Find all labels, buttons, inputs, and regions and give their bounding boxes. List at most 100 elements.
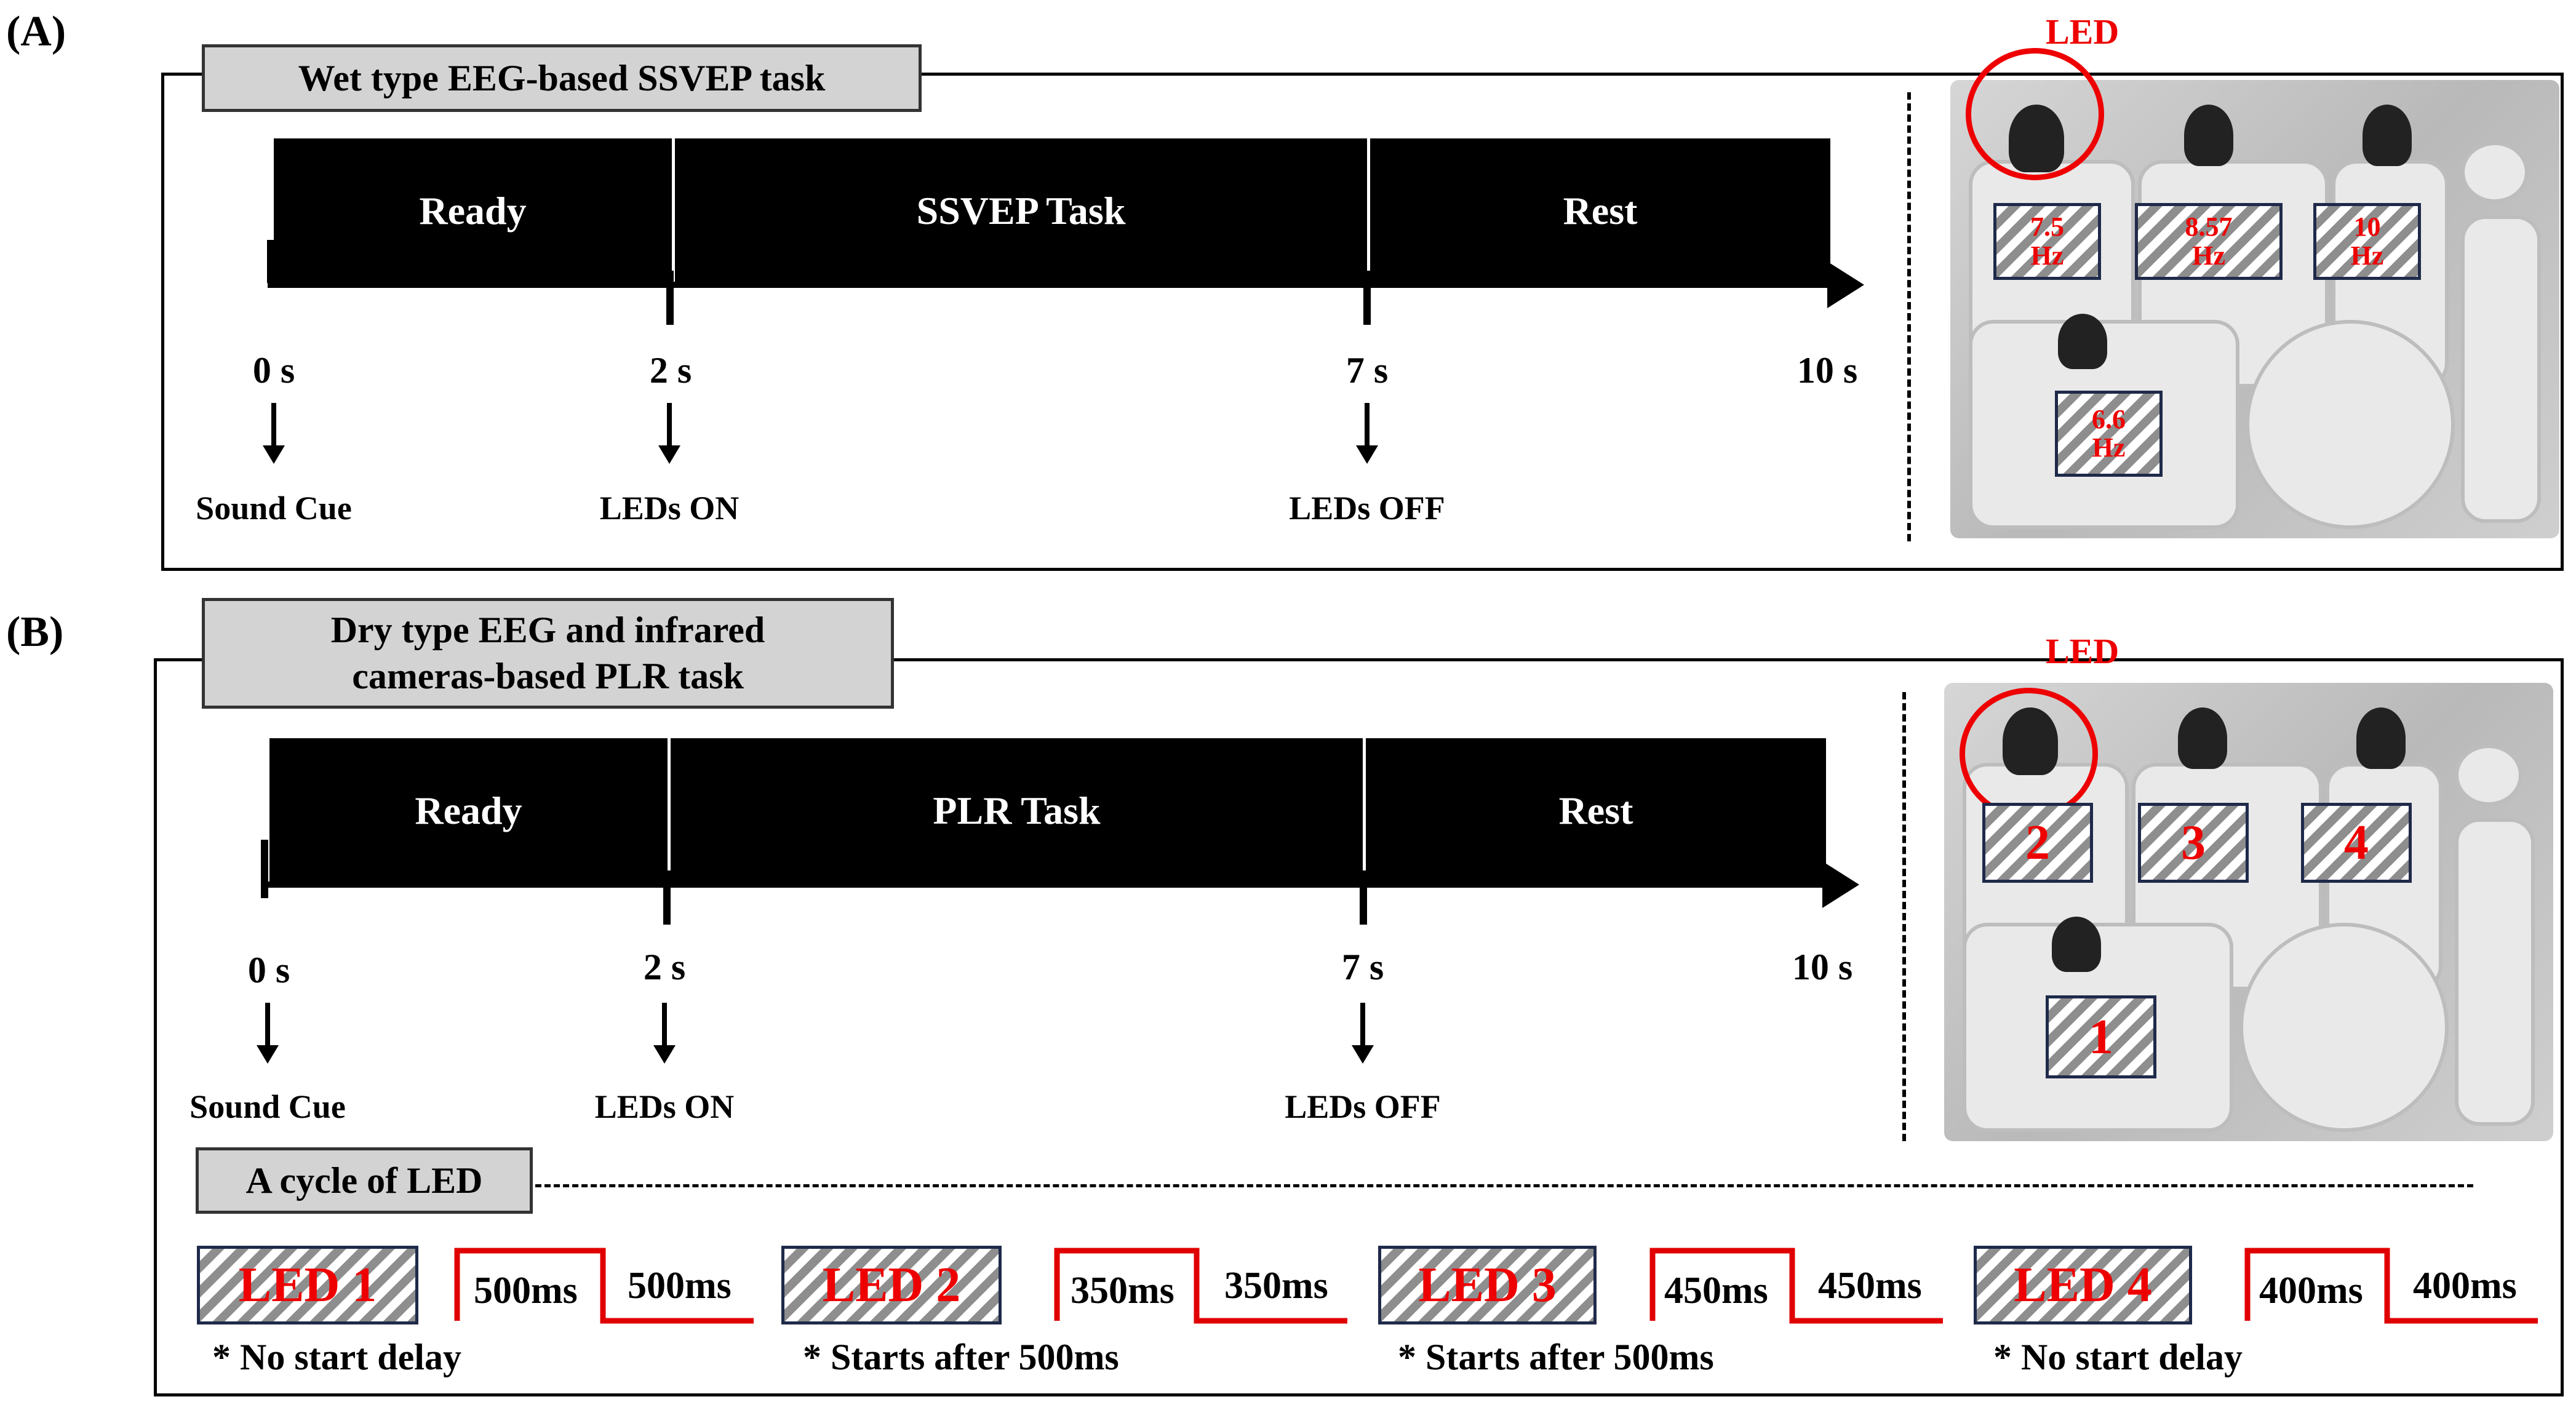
tick-7-b [1360, 870, 1367, 925]
freq-tag-a-3-value: 10 [2353, 212, 2381, 242]
event-sound-cue-a: Sound Cue [196, 490, 352, 527]
segment-ready-b: Ready [269, 738, 671, 883]
led-device [2356, 707, 2406, 769]
cycle-dashed-line [535, 1184, 2473, 1187]
led-3-pulse-wave [1649, 1248, 1943, 1324]
freq-tag-a-4-value: 6.6 [2092, 404, 2126, 434]
led-label-b: LED [2046, 631, 2119, 671]
led-4-badge: LED 4 [1974, 1246, 2192, 1324]
event-leds-on-b: LEDs ON [594, 1088, 735, 1125]
panel-b-title: Dry type EEG and infrared cameras-based P… [202, 598, 894, 709]
led-3-on-duration: 450ms [1664, 1270, 1768, 1312]
led-device [2363, 105, 2412, 166]
led-device [2058, 314, 2107, 369]
led-device [2184, 105, 2233, 166]
led-1-badge: LED 1 [197, 1246, 418, 1324]
axis-arrowhead-b [1822, 861, 1859, 908]
tray-compartment [2455, 818, 2535, 1126]
cycle-title: A cycle of LED [196, 1147, 533, 1214]
led-4-on-duration: 400ms [2259, 1270, 2363, 1312]
led-3-badge: LED 3 [1378, 1246, 1597, 1324]
arrow-leds-on-b [653, 1003, 676, 1064]
divider-a [1907, 92, 1911, 541]
freq-tag-a-2-unit: Hz [2192, 240, 2225, 271]
panel-b-frame [154, 658, 2564, 1396]
tray-cup [2455, 744, 2522, 806]
event-leds-on-a: LEDs ON [599, 490, 740, 527]
panel-b-title-line1: Dry type EEG and infrared [330, 610, 765, 650]
led-1-off-duration: 500ms [628, 1265, 732, 1307]
led-number-tag-4: 4 [2301, 803, 2412, 883]
freq-tag-a-3-unit: Hz [2350, 240, 2384, 271]
time-label-2-b: 2 s [643, 947, 686, 987]
led-number-tag-3: 3 [2138, 803, 2249, 883]
panel-b-letter: (B) [6, 608, 64, 656]
led-number-tag-2: 2 [1982, 803, 2093, 883]
led-2-badge: LED 2 [781, 1246, 1002, 1324]
time-label-0-a: 0 s [252, 350, 295, 391]
led-device [2052, 917, 2101, 972]
led-number-tag-1: 1 [2046, 995, 2156, 1078]
led-3-note: * Starts after 500ms [1398, 1337, 1714, 1377]
tick-7-a [1363, 271, 1371, 325]
freq-tag-a-2-value: 8.57 [2185, 212, 2233, 242]
arrow-leds-off-a [1356, 403, 1378, 464]
tick-0-b [261, 840, 268, 898]
arrow-sound-cue-b [257, 1003, 279, 1064]
tray-bowl [2246, 320, 2455, 529]
freq-tag-a-1-unit: Hz [2030, 240, 2064, 271]
segment-ready-a: Ready [274, 138, 675, 283]
freq-tag-a-1-value: 7.5 [2030, 212, 2064, 242]
led-3-off-duration: 450ms [1818, 1265, 1922, 1307]
led-2-pulse-wave [1054, 1248, 1347, 1324]
led-4-pulse-wave [2244, 1248, 2538, 1324]
segment-task-a: SSVEP Task [675, 138, 1370, 283]
led-2-note: * Starts after 500ms [803, 1337, 1119, 1377]
led-1-pulse-wave [454, 1248, 754, 1324]
led-4-off-duration: 400ms [2413, 1265, 2517, 1307]
tick-2-b [663, 870, 671, 925]
time-label-0-b: 0 s [247, 950, 290, 990]
tick-2-a [666, 271, 674, 325]
segment-rest-a: Rest [1370, 138, 1830, 283]
segment-task-b: PLR Task [671, 738, 1366, 883]
freq-tag-a-4-unit: Hz [2092, 432, 2126, 463]
axis-arrowhead-a [1827, 261, 1864, 308]
event-leds-off-a: LEDs OFF [1289, 490, 1445, 527]
divider-b [1902, 692, 1906, 1141]
tick-0-a [267, 240, 274, 283]
arrow-leds-on-a [658, 403, 680, 464]
time-axis-b [261, 882, 1833, 888]
led-1-note: * No start delay [212, 1337, 461, 1377]
time-label-10-a: 10 s [1796, 350, 1858, 391]
time-label-10-b: 10 s [1792, 947, 1853, 987]
tray-cup [2461, 141, 2529, 203]
led-4-note: * No start delay [1993, 1337, 2243, 1377]
led-2-off-duration: 350ms [1224, 1265, 1328, 1307]
led-2-on-duration: 350ms [1071, 1270, 1174, 1312]
event-sound-cue-b: Sound Cue [189, 1088, 346, 1125]
led-1-on-duration: 500ms [474, 1270, 578, 1312]
panel-a-title: Wet type EEG-based SSVEP task [202, 44, 922, 112]
arrow-sound-cue-a [263, 403, 285, 464]
time-label-2-a: 2 s [649, 350, 692, 391]
panel-a-frame [161, 73, 2564, 571]
time-label-7-b: 7 s [1341, 947, 1384, 987]
time-axis-a [268, 282, 1840, 288]
tray-photo-a [1950, 80, 2559, 538]
tray-bowl [2239, 923, 2449, 1132]
tray-compartment [2461, 215, 2541, 523]
event-leds-off-b: LEDs OFF [1285, 1088, 1441, 1125]
segment-rest-b: Rest [1366, 738, 1826, 883]
panel-b-title-line2: cameras-based PLR task [352, 656, 744, 696]
led-highlight-circle-b [1960, 688, 2098, 820]
time-label-7-a: 7 s [1346, 350, 1389, 391]
led-highlight-circle-a [1966, 48, 2104, 180]
arrow-leds-off-b [1352, 1003, 1374, 1064]
led-device [2178, 707, 2227, 769]
